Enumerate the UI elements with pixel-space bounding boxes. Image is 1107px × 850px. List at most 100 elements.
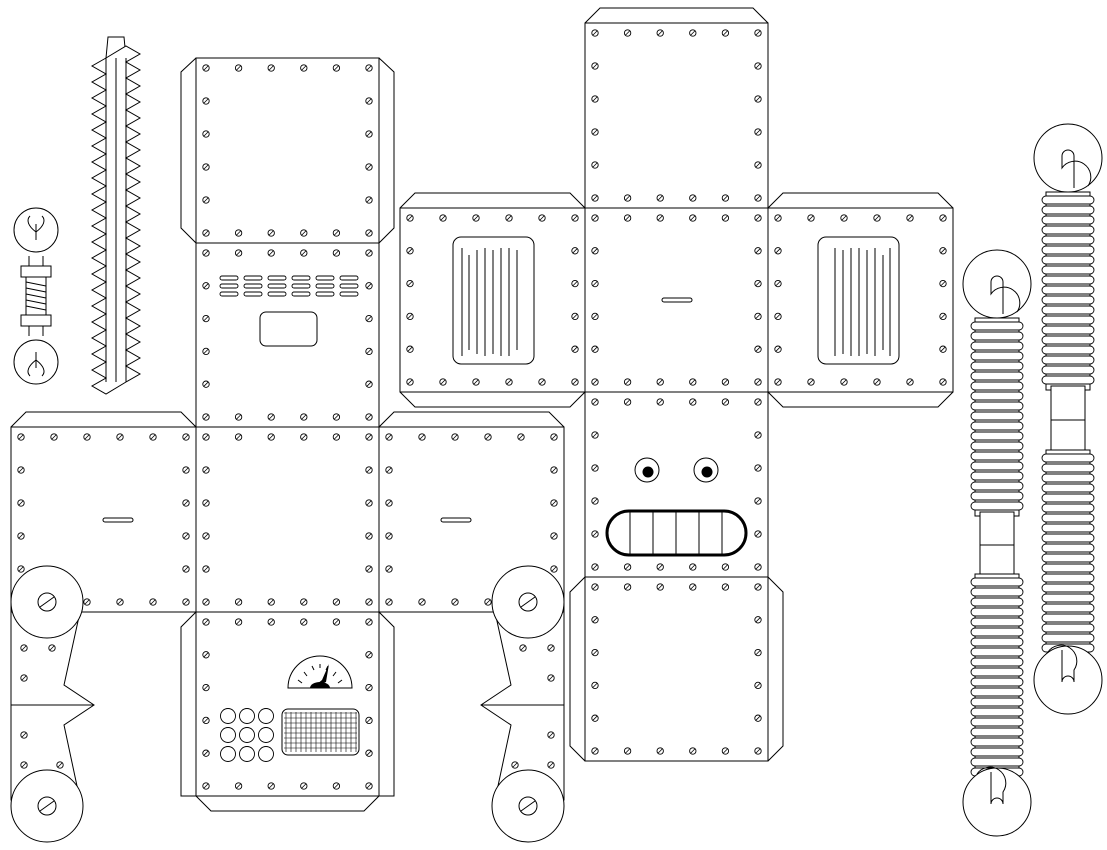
rivet-icon: [406, 214, 414, 222]
rivet-icon: [234, 782, 243, 790]
head-right-top-tab: [767, 192, 954, 209]
antenna-piece: [90, 36, 142, 395]
bulb-top-collar: [20, 265, 52, 278]
rivet-icon: [365, 97, 373, 105]
rivet-icon: [406, 312, 414, 321]
rivet-icon: [267, 249, 275, 257]
rivet-icon: [571, 247, 579, 255]
rivet-icon: [754, 747, 762, 755]
rivet-icon: [721, 194, 730, 202]
bulb-bottom-filament: [27, 352, 45, 377]
rivet-icon: [547, 644, 555, 652]
body-rivets: [17, 64, 558, 790]
rivet-icon: [754, 648, 762, 657]
rivet-icon: [754, 378, 762, 386]
head-left-top-tab: [399, 192, 586, 209]
rivet-icon: [623, 583, 632, 591]
rivet-icon: [365, 380, 373, 388]
rivet-icon: [807, 378, 815, 386]
rivet-icon: [939, 247, 947, 255]
rivet-icon: [505, 214, 513, 222]
rivet-icon: [149, 598, 157, 606]
rivet-icon: [234, 413, 243, 421]
rivet-icon: [300, 433, 308, 441]
rivet-icon: [267, 782, 275, 790]
rivet-icon: [754, 714, 762, 722]
rivet-icon: [300, 782, 308, 790]
body-left-top-tab: [10, 411, 197, 428]
rivet-icon: [511, 761, 519, 769]
body-nameplate: [259, 311, 318, 347]
rivet-icon: [365, 130, 373, 138]
rivet-icon: [623, 747, 632, 755]
bulb-top-filament: [27, 215, 45, 240]
rivet-icon: [873, 214, 881, 222]
rivet-icon: [721, 29, 730, 37]
rivet-icon: [591, 431, 599, 439]
rivet-icon: [300, 413, 308, 421]
rivet-icon: [591, 563, 599, 571]
rivet-icon: [234, 64, 243, 72]
rivet-icon: [591, 681, 599, 690]
rivet-icon: [116, 433, 124, 441]
rivet-icon: [202, 97, 210, 105]
rivet-icon: [418, 433, 426, 441]
rivet-icon: [418, 598, 426, 606]
rivet-icon: [591, 497, 599, 505]
rivet-icon: [17, 565, 25, 573]
body-lid-face: [195, 57, 380, 244]
rivet-icon: [571, 312, 579, 321]
rivet-icon: [83, 598, 91, 606]
rivet-icon: [721, 214, 730, 222]
rivet-icon: [623, 563, 632, 571]
rivet-icon: [689, 398, 697, 406]
rivet-icon: [385, 532, 393, 540]
rivet-icon: [20, 731, 28, 739]
rivet-icon: [623, 29, 632, 37]
rivet-icon: [406, 378, 414, 386]
rivet-icon: [547, 731, 555, 739]
head-top-tab: [584, 7, 769, 24]
rivet-icon: [365, 532, 373, 540]
rivet-icon: [365, 598, 373, 606]
rivet-icon: [538, 378, 546, 386]
rivet-icon: [182, 499, 190, 507]
rivet-icon: [754, 530, 762, 538]
rivet-icon: [939, 312, 947, 321]
rivet-icon: [591, 464, 599, 472]
rivet-icon: [202, 229, 210, 237]
rivet-icon: [202, 716, 210, 725]
rivet-icon: [571, 378, 579, 386]
rivet-icon: [202, 413, 210, 421]
rivet-icon: [202, 380, 210, 388]
rivet-icon: [202, 499, 210, 507]
claw-hook-icon: [1033, 123, 1103, 193]
rivet-icon: [547, 674, 555, 682]
right-eye-icon: [693, 457, 719, 483]
rivet-icon: [656, 563, 664, 571]
rivet-icon: [300, 598, 308, 606]
rivet-icon: [754, 161, 762, 169]
body-bottom-lower-tab: [195, 795, 380, 812]
rivet-icon: [332, 433, 341, 441]
rivet-icon: [623, 194, 632, 202]
rivet-icon: [623, 398, 632, 406]
rivet-icon: [451, 598, 459, 606]
rivet-icon: [754, 681, 762, 690]
rivet-icon: [721, 747, 730, 755]
rivet-icon: [591, 583, 599, 591]
rivet-icon: [591, 62, 599, 70]
rivet-icon: [656, 747, 664, 755]
rivet-icon: [267, 433, 275, 441]
rivet-icon: [234, 598, 243, 606]
rivet-icon: [182, 466, 190, 474]
rivet-icon: [550, 499, 558, 507]
rivet-icon: [754, 95, 762, 103]
rivet-icon: [365, 229, 373, 237]
rivet-icon: [202, 749, 210, 757]
rivet-icon: [17, 466, 25, 474]
rivet-icon: [300, 249, 308, 257]
claw-hook-icon: [962, 249, 1032, 319]
rivet-icon: [591, 378, 599, 386]
rivet-icon: [591, 747, 599, 755]
